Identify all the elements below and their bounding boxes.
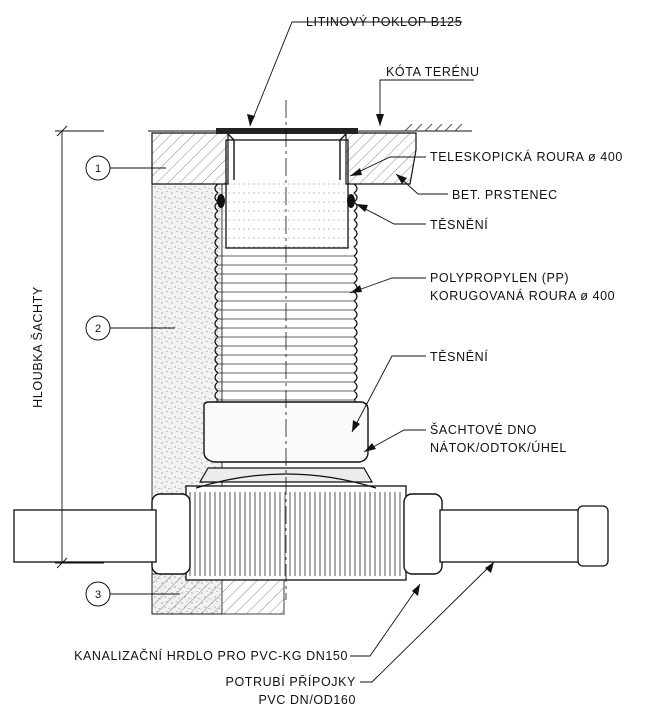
arrow-seal-top (356, 204, 368, 212)
arrow-terrain (376, 114, 384, 126)
arrow-ring (396, 174, 407, 184)
arrow-cover (247, 114, 255, 126)
label-socket: KANALIZAČNÍ HRDLO PRO PVC-KG DN150 (74, 648, 348, 663)
seal-top-left-icon (217, 194, 225, 208)
label-seal-mid: TĚSNĚNÍ (430, 349, 488, 364)
marker-2: 2 (85, 315, 175, 341)
label-telescopic: TELESKOPICKÁ ROURA ø 400 (430, 149, 623, 164)
leader-pipe (360, 561, 495, 683)
label-cover: LITINOVÝ POKLOP B125 (306, 14, 462, 29)
leader-seal-top (355, 203, 426, 225)
concrete-ring (151, 132, 417, 185)
leader-base (363, 429, 426, 453)
left-socket (151, 493, 191, 575)
label-pipe-line2: PVC DN/OD160 (258, 693, 356, 707)
terrain-hatch (404, 123, 463, 132)
leader-seal-mid (351, 355, 426, 433)
marker-1: 1 (85, 155, 166, 181)
label-ring: BET. PRSTENEC (452, 188, 558, 202)
label-base-line1: ŠACHTOVÉ DNO (430, 422, 537, 437)
depth-label: HLOUBKA ŠACHTY (30, 286, 45, 408)
inlet-pipe (13, 509, 157, 563)
arrow-pipe (485, 562, 494, 573)
label-seal-top: TĚSNĚNÍ (430, 217, 488, 232)
label-base-line2: NÁTOK/ODTOK/ÚHEL (430, 440, 567, 455)
leader-pp (349, 277, 426, 294)
arrow-telescopic (350, 168, 362, 176)
seal-top-right-icon (347, 194, 355, 208)
right-socket (403, 493, 443, 575)
svg-text:1: 1 (95, 163, 101, 175)
arrow-socket (412, 584, 420, 596)
label-pipe-line1: POTRUBÍ PŘÍPOJKY (226, 674, 357, 689)
label-pp-line2: KORUGOVANÁ ROURA ø 400 (430, 288, 615, 303)
svg-text:3: 3 (95, 589, 101, 601)
leader-socket (350, 583, 421, 657)
marker-3: 3 (85, 581, 180, 607)
depth-dimension (55, 125, 104, 569)
cast-iron-cover (216, 128, 358, 134)
arrow-pp (350, 285, 362, 293)
outlet-pipe (439, 509, 581, 563)
leader-terrain (379, 79, 474, 126)
label-pp-line1: POLYPROPYLEN (PP) (430, 271, 569, 285)
arrow-base (364, 443, 376, 452)
telescopic-pipe (225, 139, 349, 249)
leader-cover (249, 21, 462, 127)
shaft-base-body (185, 485, 407, 581)
outlet-pipe-end (577, 505, 609, 567)
svg-text:2: 2 (95, 323, 101, 335)
arrow-seal-mid (352, 420, 360, 432)
leader-telescopic (349, 156, 426, 177)
label-terrain: KÓTA TERÉNU (386, 64, 480, 79)
